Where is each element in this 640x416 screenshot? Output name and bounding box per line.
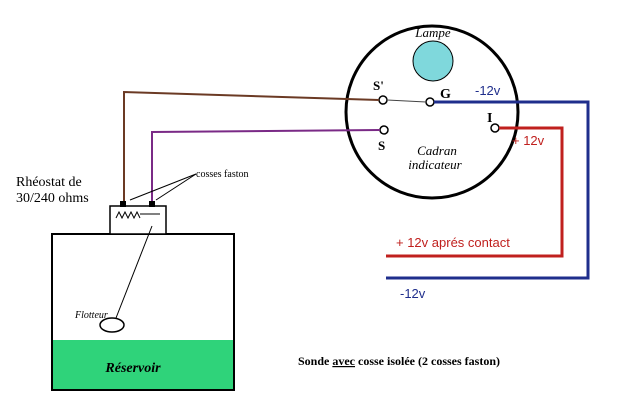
rheostat-label-line2: 30/240 ohms (16, 191, 89, 206)
terminal-pointer-2 (155, 173, 197, 201)
float (99, 317, 125, 333)
positive-label-top: + 12v (512, 133, 545, 148)
sender-wire (151, 129, 381, 206)
terminal-i-label: I (487, 111, 492, 126)
caption-prefix: Sonde (298, 354, 332, 368)
rheostat-body (109, 205, 167, 235)
fuel-level (53, 340, 233, 389)
resistor-coil (115, 210, 141, 220)
gauge-wire (123, 90, 380, 206)
positive-wire (386, 126, 564, 258)
terminal-pointer-1 (129, 173, 197, 201)
gauge-dial (344, 24, 520, 200)
terminal-s (379, 125, 389, 135)
ground-label-top: -12v (475, 83, 501, 98)
terminals-label: cosses faston (196, 169, 249, 180)
caption: Sonde avec cosse isolée (2 cosses faston… (298, 354, 500, 368)
terminal-s-prime-label: S' (373, 78, 384, 93)
float-label: Flotteur (74, 310, 108, 321)
terminal-s-label: S (378, 138, 385, 153)
faston-terminal-1 (120, 201, 126, 207)
dial-label-line1: Cadran (417, 143, 457, 158)
float-arm (115, 225, 153, 319)
lamp-label: Lampe (414, 25, 451, 40)
ground-label-bottom: -12v (400, 286, 426, 301)
internal-link (386, 99, 427, 103)
dial-label-line2: indicateur (408, 157, 462, 172)
faston-terminal-2 (149, 201, 155, 207)
terminal-g (425, 97, 435, 107)
warning-lamp (412, 40, 454, 82)
caption-suffix: cosse isolée (2 cosses faston) (355, 354, 500, 368)
ground-wire (386, 100, 590, 280)
terminal-s-prime (378, 95, 388, 105)
caption-emphasis: avec (332, 354, 355, 368)
positive-label-bottom: + 12v aprés contact (396, 235, 510, 250)
reservoir-label: Réservoir (104, 361, 161, 376)
rheostat-label-line1: Rhéostat de (16, 175, 82, 190)
terminal-g-label: G (440, 87, 451, 102)
